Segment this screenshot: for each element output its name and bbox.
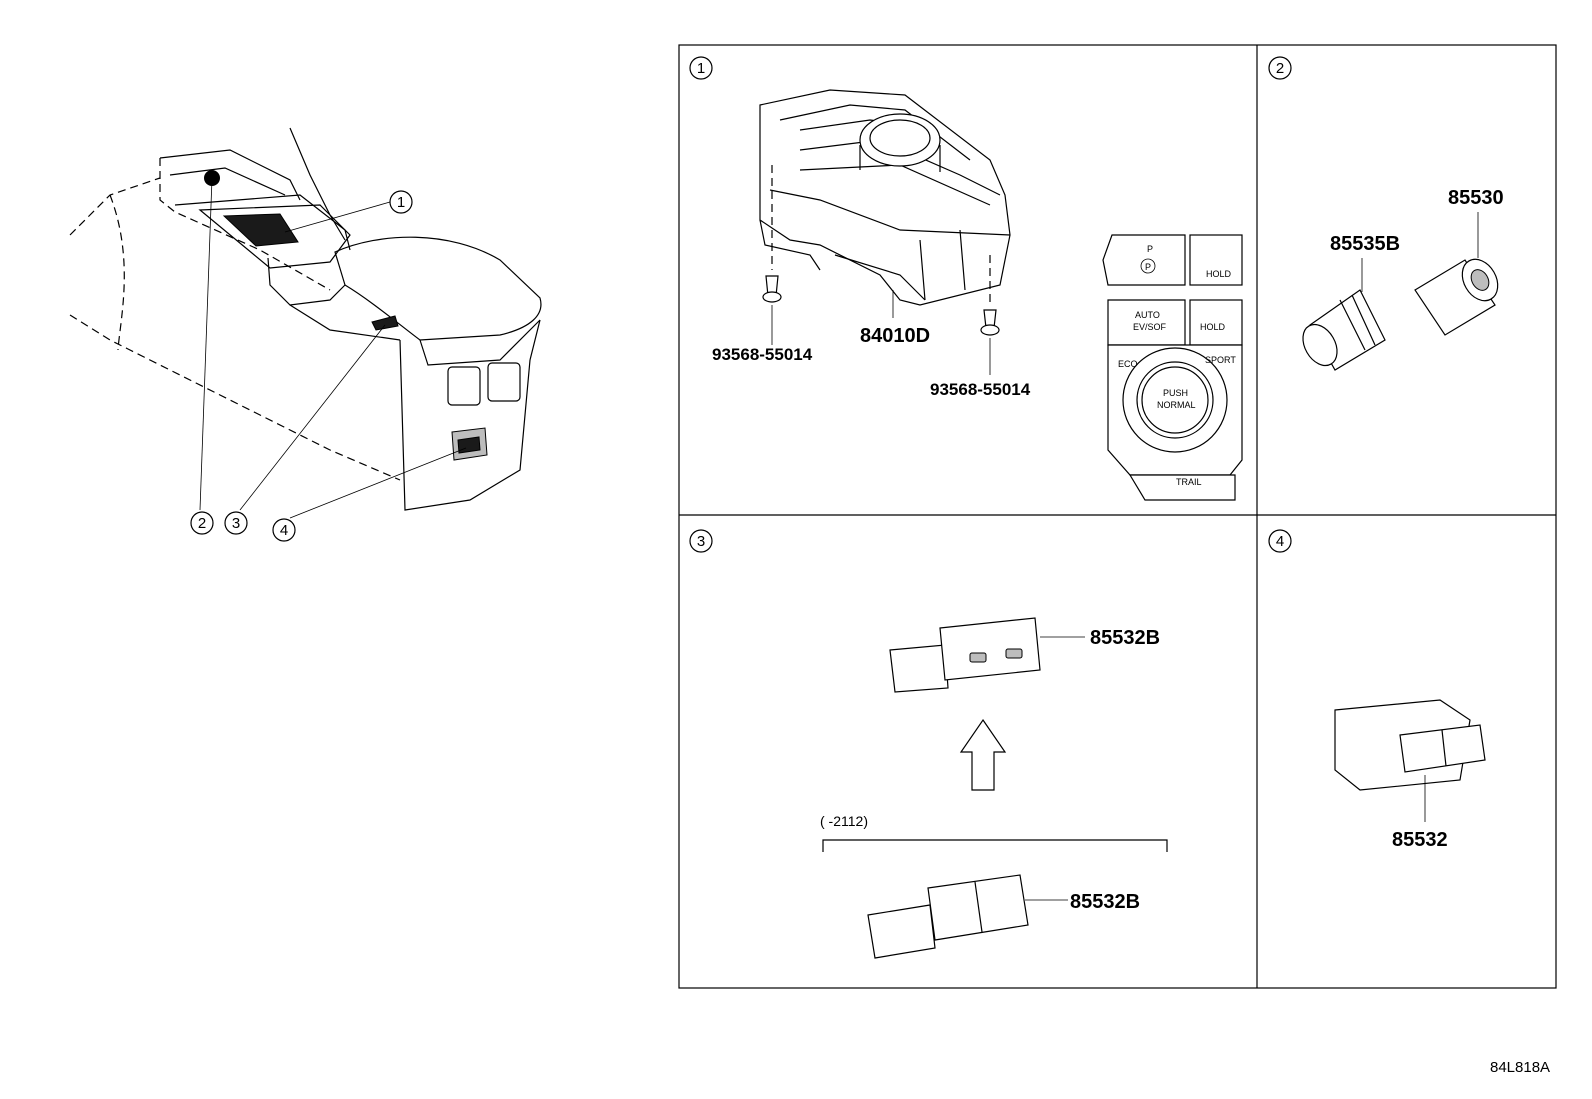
note-serial-range: ( -2112)	[820, 813, 868, 829]
svg-text:1: 1	[397, 194, 405, 211]
svg-text:2: 2	[1276, 60, 1284, 77]
panel-3-ref: 3	[689, 529, 713, 553]
panel-grid	[678, 44, 1557, 989]
screw-right	[980, 255, 1000, 375]
callout-3: 3	[224, 511, 248, 535]
label-ev: EV/SOF	[1133, 322, 1167, 332]
callout-1: 1	[389, 190, 413, 214]
part-93568-55014-right: 93568-55014	[930, 380, 1031, 399]
svg-text:3: 3	[232, 515, 240, 532]
label-auto: AUTO	[1135, 310, 1160, 320]
svg-text:3: 3	[697, 533, 705, 550]
label-normal: NORMAL	[1157, 400, 1196, 410]
part-93568-55014-left: 93568-55014	[712, 345, 813, 364]
panel-1-ref: 1	[689, 56, 713, 80]
label-p-line: P	[1147, 244, 1153, 254]
part-85532B-top: 85532B	[1090, 627, 1160, 649]
switch-assembly-84010D	[759, 89, 1011, 306]
panel-3: 3 85532B ( -2112) 85532B	[689, 529, 1168, 959]
svg-text:4: 4	[280, 522, 288, 539]
panel-4: 4 85532	[1268, 529, 1486, 851]
svg-text:1: 1	[697, 60, 705, 77]
callout-2: 2	[190, 511, 214, 535]
callout-4: 4	[272, 518, 296, 542]
diagram-code: 84L818A	[1490, 1059, 1550, 1076]
console-overview: 1 2 3 4	[69, 127, 542, 542]
usb-module-top	[889, 617, 1085, 693]
panel-1: 1 840	[689, 56, 1243, 501]
screw-left	[762, 165, 782, 345]
usb-module-bottom	[867, 874, 1068, 959]
label-trail: TRAIL	[1176, 477, 1202, 487]
usb-module-85532	[1334, 699, 1486, 822]
label-push: PUSH	[1163, 388, 1188, 398]
part-85530: 85530	[1448, 187, 1504, 209]
upgrade-arrow	[959, 718, 1007, 791]
label-sport: SPORT	[1205, 355, 1236, 365]
label-p: P	[1145, 262, 1151, 272]
socket-85535B	[1302, 258, 1386, 371]
panel-4-ref: 4	[1268, 529, 1292, 553]
label-eco: ECO	[1118, 359, 1138, 369]
panel-2-ref: 2	[1268, 56, 1292, 80]
socket-85530	[1414, 212, 1499, 336]
svg-text:2: 2	[198, 515, 206, 532]
label-hold: HOLD	[1206, 269, 1232, 279]
switch-front-view: P P HOLD AUTO EV/SOF HOLD ECO SPORT PUSH…	[1102, 234, 1243, 501]
svg-text:4: 4	[1276, 533, 1284, 550]
part-85532: 85532	[1392, 829, 1448, 851]
part-84010D: 84010D	[860, 325, 930, 347]
label-hold-2: HOLD	[1200, 322, 1226, 332]
part-85535B: 85535B	[1330, 233, 1400, 255]
panel-2: 2 85535B 85530	[1268, 56, 1504, 371]
part-85532B-bottom: 85532B	[1070, 891, 1140, 913]
